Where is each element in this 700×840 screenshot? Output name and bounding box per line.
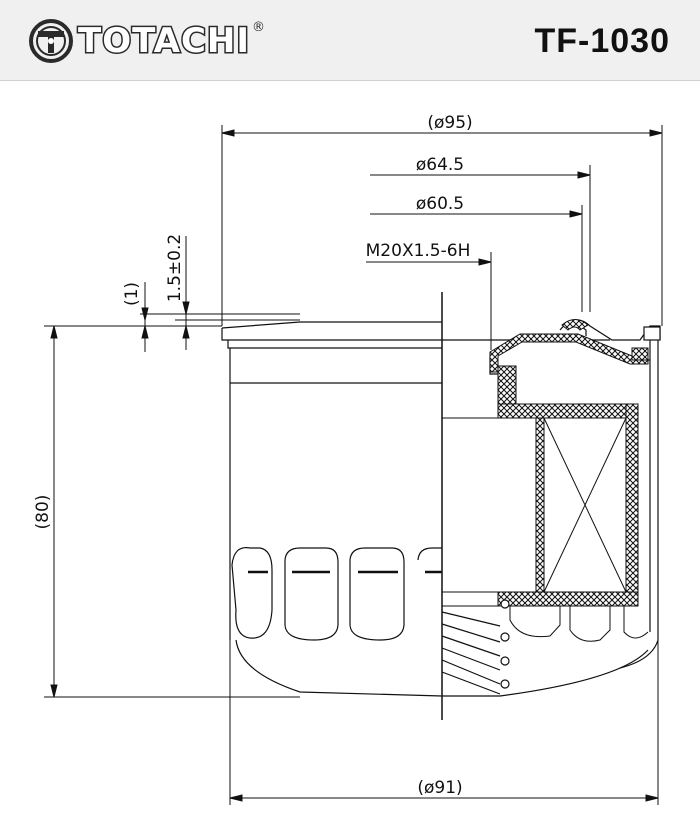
- brand-emblem-icon: [29, 19, 73, 63]
- dim-gasket-gap: (1): [122, 282, 142, 306]
- body-flutes: [231, 547, 442, 641]
- dim-thread: M20X1.5-6H: [366, 241, 471, 261]
- dim-body-diameter: (ø91): [417, 778, 462, 798]
- part-number: TF-1030: [534, 22, 670, 60]
- header-bar: TOTACHI ® TF-1030: [0, 0, 700, 81]
- registered-mark: ®: [252, 20, 266, 35]
- dim-gasket-outer: ø64.5: [416, 155, 464, 175]
- dim-gasket-thickness: 1.5±0.2: [165, 234, 185, 302]
- technical-drawing: (ø95) ø64.5 ø60.5 M20X1.5-6H (ø91) (80) …: [33, 113, 663, 805]
- relief-spring: [441, 599, 510, 695]
- dim-gasket-inner: ø60.5: [416, 194, 464, 214]
- dim-height: (80): [33, 495, 53, 530]
- brand-name: TOTACHI: [76, 20, 251, 63]
- brand-logo: TOTACHI ®: [28, 18, 265, 64]
- dim-outer-diameter: (ø95): [427, 113, 472, 133]
